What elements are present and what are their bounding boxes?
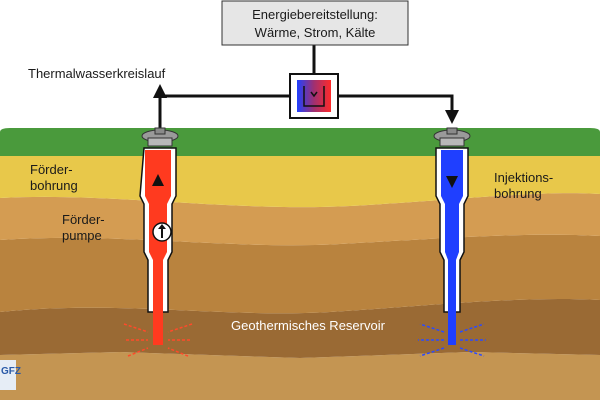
energy-box-line1: Energiebereitstellung: (252, 7, 378, 22)
outflow-arrows (418, 323, 486, 357)
gfz-logo: GFZ (0, 360, 21, 390)
injection-well (435, 147, 469, 345)
loop-label: Thermalwasserkreislauf (28, 66, 166, 81)
injection-fluid (441, 150, 463, 345)
production-well-label-2: bohrung (30, 178, 78, 193)
injection-well-label-2: bohrung (494, 186, 542, 201)
injection-well-label-1: Injektions- (494, 170, 553, 185)
energy-box-line2: Wärme, Strom, Kälte (255, 25, 376, 40)
production-well-label-1: Förder- (30, 162, 73, 177)
wellhead-icon (433, 127, 471, 147)
pump-icon (152, 222, 172, 242)
arrow-icon (152, 174, 164, 186)
arrow-icon (446, 176, 458, 188)
energy-supply-box: Energiebereitstellung: Wärme, Strom, Käl… (221, 0, 409, 46)
production-fluid (145, 150, 171, 345)
arrow-icon (445, 110, 459, 124)
ground-layers (0, 128, 600, 400)
reservoir-label: Geothermisches Reservoir (231, 318, 386, 333)
logo-text: GFZ (1, 366, 21, 377)
pump-label-2: pumpe (62, 228, 102, 243)
deep-layer (0, 352, 600, 400)
wellhead-icon (141, 127, 179, 147)
pump-label-1: Förder- (62, 212, 105, 227)
loop-pipe-left (158, 94, 290, 128)
arrow-icon (153, 84, 167, 98)
grass-layer (0, 128, 600, 156)
inflow-arrows (123, 323, 193, 357)
heat-exchanger-icon (289, 73, 339, 119)
loop-pipe-right (338, 94, 454, 110)
